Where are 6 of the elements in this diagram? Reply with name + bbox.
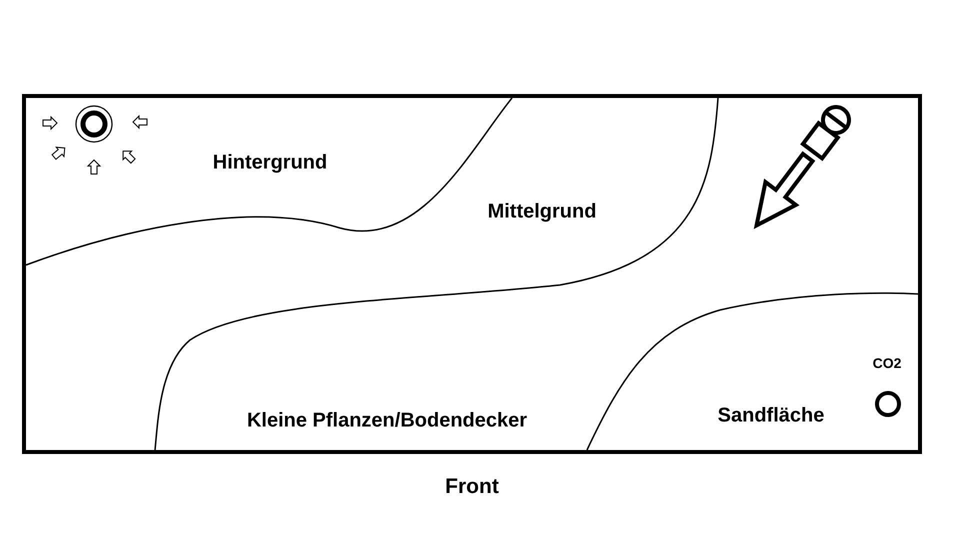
caption: Front [445, 475, 499, 499]
zone-label: Mittelgrund [488, 200, 596, 224]
zone-label: Sandfläche [718, 404, 824, 428]
zone-label: Kleine Pflanzen/Bodendecker [246, 410, 528, 432]
component-label: CO2 [872, 355, 902, 371]
zone-label: Hintergrund [212, 152, 328, 174]
